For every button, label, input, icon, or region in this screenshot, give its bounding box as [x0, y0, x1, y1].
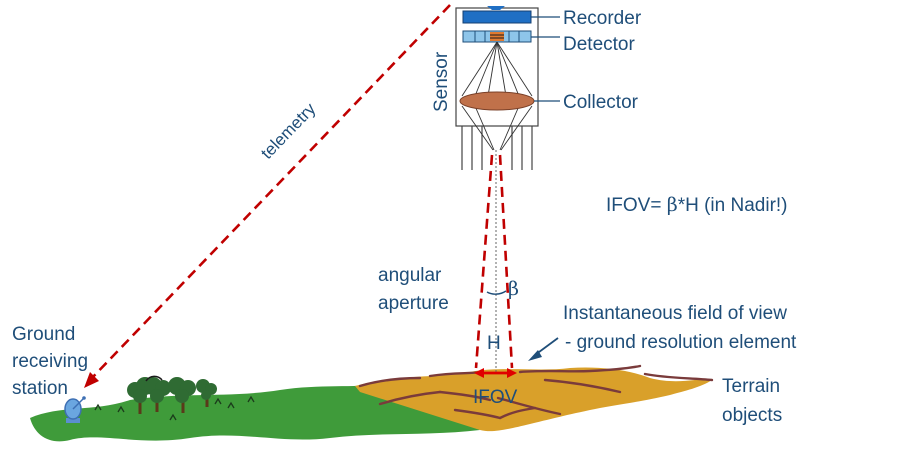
sensor-box: [455, 6, 560, 170]
angular-aperture-label-line1: angular: [378, 265, 442, 286]
ifov-beam: [474, 150, 514, 372]
instantaneous-fov-label-line2: - ground resolution element: [565, 332, 797, 353]
recorder-unit: [462, 10, 532, 24]
recorder-label: Recorder: [563, 8, 642, 29]
satellite-dish-icon: [64, 396, 86, 423]
telemetry-arrowhead: [84, 372, 99, 388]
detector-label: Detector: [563, 34, 635, 55]
telemetry-link: [89, 4, 451, 381]
terrain-objects-label-line2: objects: [722, 405, 782, 426]
terrain-surface: [355, 367, 712, 432]
beta-label: β: [508, 278, 519, 300]
tree-icon: [127, 375, 217, 414]
collector-label: Collector: [563, 92, 639, 113]
ground-station-label-line3: station: [12, 378, 68, 399]
ground-station-label-line1: Ground: [12, 324, 75, 345]
ifov-formula-prefix: IFOV=: [606, 195, 667, 216]
ground-station-label-line2: receiving: [12, 351, 88, 372]
ifov-formula-beta: β: [667, 194, 678, 216]
ifov-label: IFOV: [473, 387, 518, 408]
telemetry-label: telemetry: [257, 99, 320, 163]
angular-aperture-label-line2: aperture: [378, 293, 449, 314]
sensor-label: Sensor: [431, 51, 452, 112]
ifov-formula-suffix: *H (in Nadir!): [678, 195, 788, 216]
ifov-ground-arrow: [474, 368, 517, 378]
terrain-objects-label-line1: Terrain: [722, 376, 780, 397]
collector-lens: [459, 91, 535, 111]
height-label: H: [487, 333, 501, 354]
instantaneous-fov-label-line1: Instantaneous field of view: [563, 303, 787, 324]
grass-tufts: [94, 395, 255, 421]
terrain-ridge-lines: [358, 364, 714, 420]
ifov-formula: IFOV= β*H (in Nadir!): [606, 194, 788, 216]
arrow-icon: [528, 337, 559, 361]
